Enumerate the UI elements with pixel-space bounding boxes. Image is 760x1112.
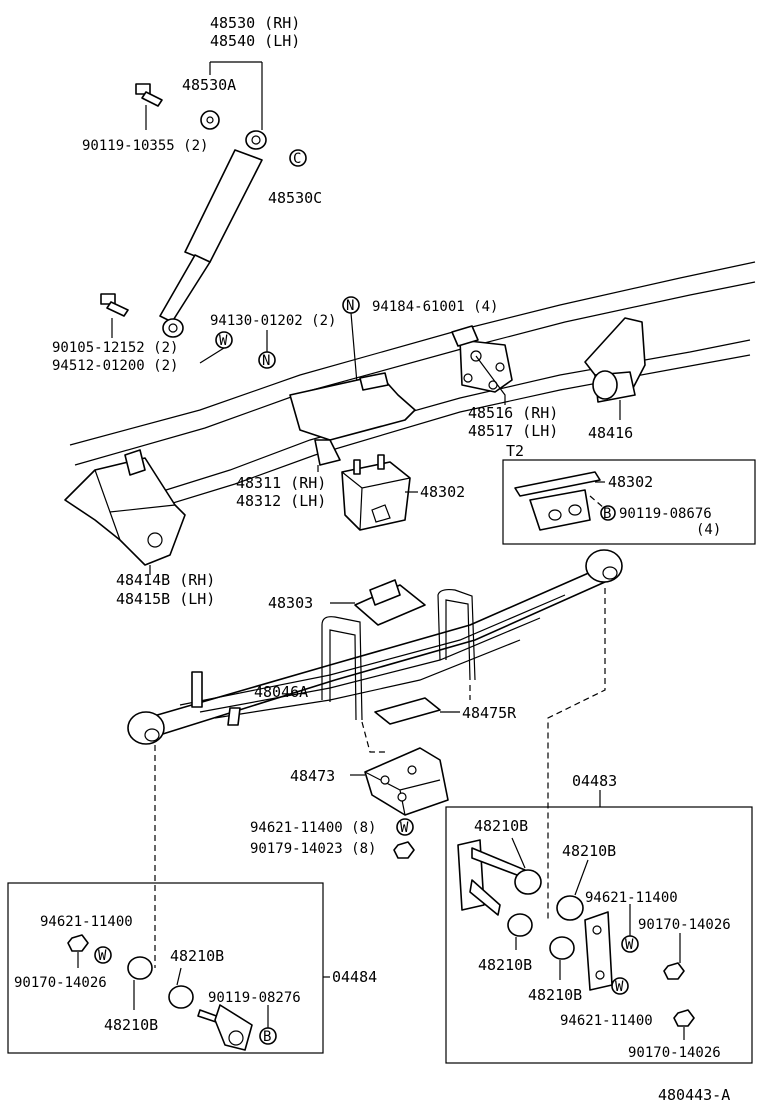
washer-marker-icon: W [611,977,629,995]
label-94621-11400-l: 94621-11400 [40,914,133,930]
bolt-marker-icon: B [600,505,616,522]
label-48302-t2: 48302 [608,473,653,491]
label-04483: 04483 [572,772,617,790]
label-48530A: 48530A [182,76,236,94]
label-90179-14023-8: 90179-14023 (8) [250,841,376,857]
bolt-marker-letter: B [603,506,611,522]
washer-marker-letter: W [615,979,624,995]
label-90119-08276: 90119-08276 [208,990,301,1006]
shackle-kit-04483-box [445,806,753,1064]
washer-marker-icon: W [215,331,233,349]
label-90170-14026-r1: 90170-14026 [638,917,731,933]
washer-marker-letter: W [625,937,634,953]
shackle-hanger [451,325,513,393]
c-marker-icon: C [289,149,307,167]
bushing-icon [507,869,584,960]
label-48530: 48530 (RH) [210,14,300,32]
t2-variant-box [502,459,756,545]
frame-bracket-48311 [289,372,416,466]
label-94621-11400-r2: 94621-11400 [560,1013,653,1029]
nut-icon [393,841,415,859]
leaf-spring-48046A [127,549,623,745]
washer-marker-letter: W [400,820,409,836]
label-48530C: 48530C [268,189,322,207]
label-48210B-r3: 48210B [478,956,532,974]
nut-marker-icon: N [342,296,360,314]
bump-stopper-t2 [514,471,601,531]
label-90170-14026-r2: 90170-14026 [628,1045,721,1061]
nut-marker-icon: N [258,351,276,369]
c-marker-letter: C [293,151,301,167]
label-48210B-r4: 48210B [528,986,582,1004]
spring-plate-48475R [374,697,441,725]
label-90170-14026-l: 90170-14026 [14,975,107,991]
label-48415B: 48415B (LH) [116,590,215,608]
label-48414B: 48414B (RH) [116,571,215,589]
spring-seat-48473 [364,747,449,816]
u-bolt [321,588,476,721]
label-t2: T2 [506,442,524,460]
label-48516: 48516 (RH) [468,404,558,422]
label-48302: 48302 [420,483,465,501]
label-90119-08676: 90119-08676 [619,506,712,522]
label-48046A: 48046A [254,683,308,701]
nut-icon [663,962,685,980]
bushing-icon [127,956,194,1009]
label-48475R: 48475R [462,704,517,722]
shackle-pin [197,1004,253,1051]
figure-id: 480443-A [658,1086,730,1104]
bolt-marker-icon: B [259,1027,277,1045]
shackle-plate [457,839,526,916]
nut-marker-letter: N [262,353,270,369]
spring-hanger-48414B [64,449,186,566]
shackle-kit-04484-box [7,882,324,1054]
nut-marker-letter: N [346,298,354,314]
label-48210B-l1: 48210B [170,947,224,965]
label-94621-11400-8: 94621-11400 (8) [250,820,376,836]
label-48312: 48312 (LH) [236,492,326,510]
bolt-icon [135,83,163,107]
label-48473: 48473 [290,767,335,785]
nut-icon [673,1009,695,1027]
washer-marker-letter: W [219,333,228,349]
label-48210B-r1: 48210B [474,817,528,835]
bolt-icon [100,293,129,317]
label-90119-08676-qty: (4) [696,522,721,538]
label-48303: 48303 [268,594,313,612]
label-48311: 48311 (RH) [236,474,326,492]
label-48517: 48517 (LH) [468,422,558,440]
label-48416: 48416 [588,424,633,442]
label-90119-10355: 90119-10355 (2) [82,138,208,154]
label-48210B-r2: 48210B [562,842,616,860]
label-90105-12152: 90105-12152 (2) [52,340,178,356]
label-04484: 04484 [332,968,377,986]
washer-marker-letter: W [98,948,107,964]
shock-absorber [159,130,267,338]
spring-seat-48303 [354,579,426,626]
bolt-marker-letter: B [263,1029,271,1045]
bump-stopper-48302 [341,454,411,531]
label-94184-61001: 94184-61001 (4) [372,299,498,315]
washer-marker-icon: W [396,818,414,836]
label-48540: 48540 (LH) [210,32,300,50]
label-94512-01200: 94512-01200 (2) [52,358,178,374]
nut-icon [67,934,89,952]
label-94130-01202: 94130-01202 (2) [210,313,336,329]
label-94621-11400-r1: 94621-11400 [585,890,678,906]
shackle-plate [584,911,613,991]
label-48210B-l2: 48210B [104,1016,158,1034]
washer-marker-icon: W [621,935,639,953]
bushing-icon [200,110,220,130]
washer-marker-icon: W [94,946,112,964]
spring-hanger-48416 [584,317,646,403]
